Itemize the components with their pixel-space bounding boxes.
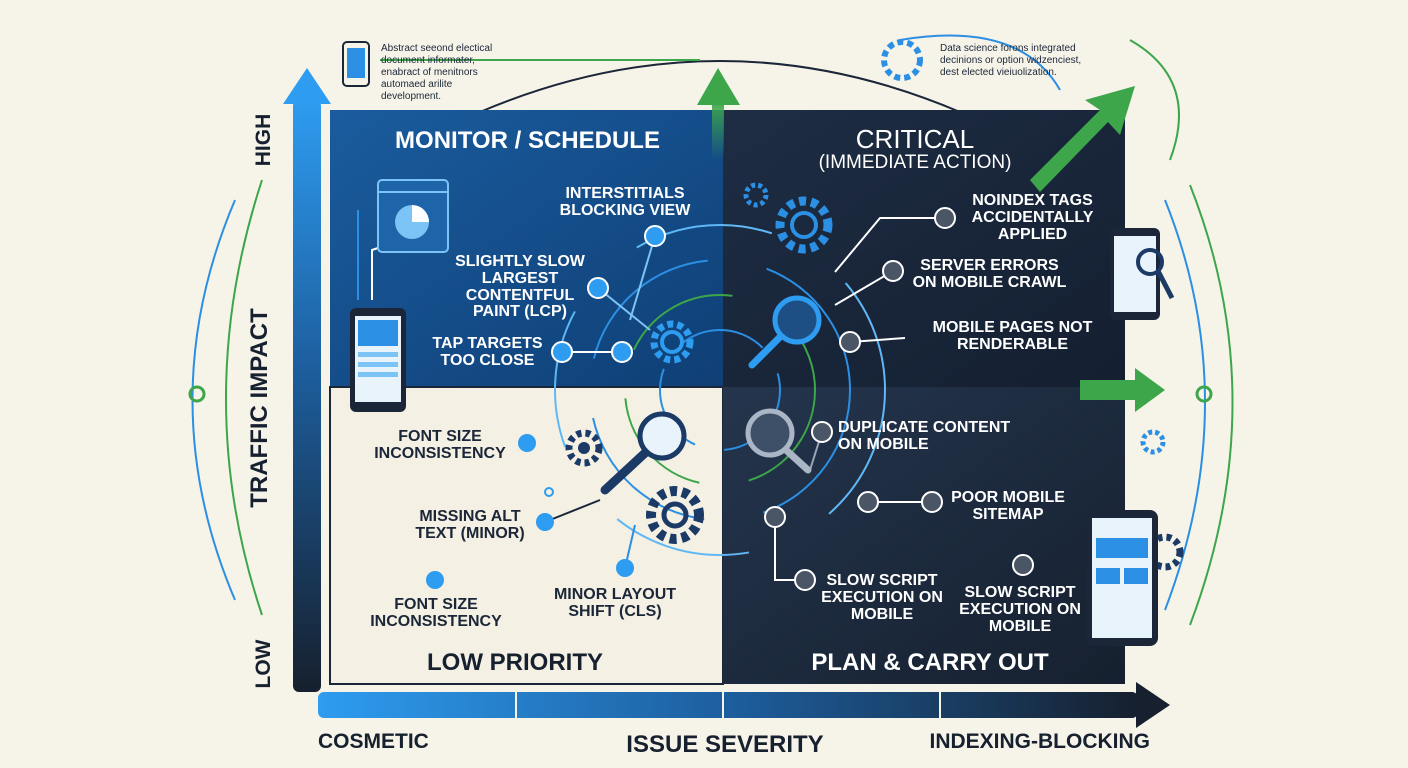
node-icon [188,385,206,403]
issue-label: MISSING ALT TEXT (MINOR) [415,508,525,542]
issue-label: FONT SIZE INCONSISTENCY [370,596,502,630]
issue-label: MINOR LAYOUT SHIFT (CLS) [553,586,677,620]
magnifier-icon [600,411,687,495]
decorative-arcs [191,34,1234,626]
x-axis-low: COSMETIC [318,730,429,753]
issue-label: SERVER ERRORS ON MOBILE CRAWL [912,257,1067,291]
quadrant-title-monitor: MONITOR / SCHEDULE [395,127,660,154]
trend-arrow-shaft [712,100,724,160]
node-icon [1195,385,1213,403]
issue-label: INTERSTITIALS BLOCKING VIEW [559,185,691,219]
x-axis-label: ISSUE SEVERITY [626,731,824,758]
gear-icon [565,429,603,467]
note-text: Abstract seeond electical document infor… [381,43,493,102]
issue-label: TAP TARGETS TOO CLOSE [432,335,543,369]
phone-icon [1086,510,1158,646]
chart-window-icon [377,179,449,253]
issue-dots [426,207,1034,591]
phone-icon [342,41,370,87]
x-axis-bar [318,692,1138,718]
center-rings [554,224,886,556]
issue-label: SLOW SCRIPT EXECUTION ON MOBILE [959,584,1081,635]
magnifier-icon [745,408,812,474]
note-text: Data science forons integrated decinions… [940,43,1082,78]
issue-label: NOINDEX TAGS ACCIDENTALLY APPLIED [971,192,1094,243]
quadrant-subtitle-critical: (IMMEDIATE ACTION) [818,152,1012,173]
trend-arrow-icon [1030,86,1135,192]
x-axis-high: INDEXING-BLOCKING [929,730,1151,753]
y-axis-arrow [283,68,331,104]
issue-label: SLOW SCRIPT EXECUTION ON MOBILE [821,572,943,623]
y-axis-label: TRAFFIC IMPACT [246,308,273,508]
gear-icon [1140,429,1166,455]
trend-arrow-icon [1080,368,1165,412]
gear-icon [881,39,923,81]
x-axis-arrow [1136,682,1170,728]
issue-label: MOBILE PAGES NOT RENDERABLE [932,319,1093,353]
trend-arrow-icon [697,68,740,105]
gear-icon [646,486,704,544]
magnifier-icon [748,295,822,369]
issue-label: SLIGHTLY SLOW LARGEST CONTENTFUL PAINT (… [455,253,585,321]
quadrant-title-plan: PLAN & CARRY OUT [811,649,1049,676]
issue-label: DUPLICATE CONTENT ON MOBILE [838,419,1011,453]
gear-icon [743,182,769,208]
phone-icon [1110,228,1175,320]
y-axis-high: HIGH [252,113,275,167]
gear-icon [775,196,833,254]
phone-icon [350,308,406,412]
y-axis-bar [293,100,321,692]
gear-icon [650,320,694,364]
issue-label: POOR MOBILE SITEMAP [951,489,1065,523]
quadrant-title-critical: CRITICAL [855,124,975,154]
y-axis-low: LOW [252,639,275,689]
issue-label: FONT SIZE INCONSISTENCY [374,428,506,462]
quadrant-title-low-priority: LOW PRIORITY [427,649,603,676]
